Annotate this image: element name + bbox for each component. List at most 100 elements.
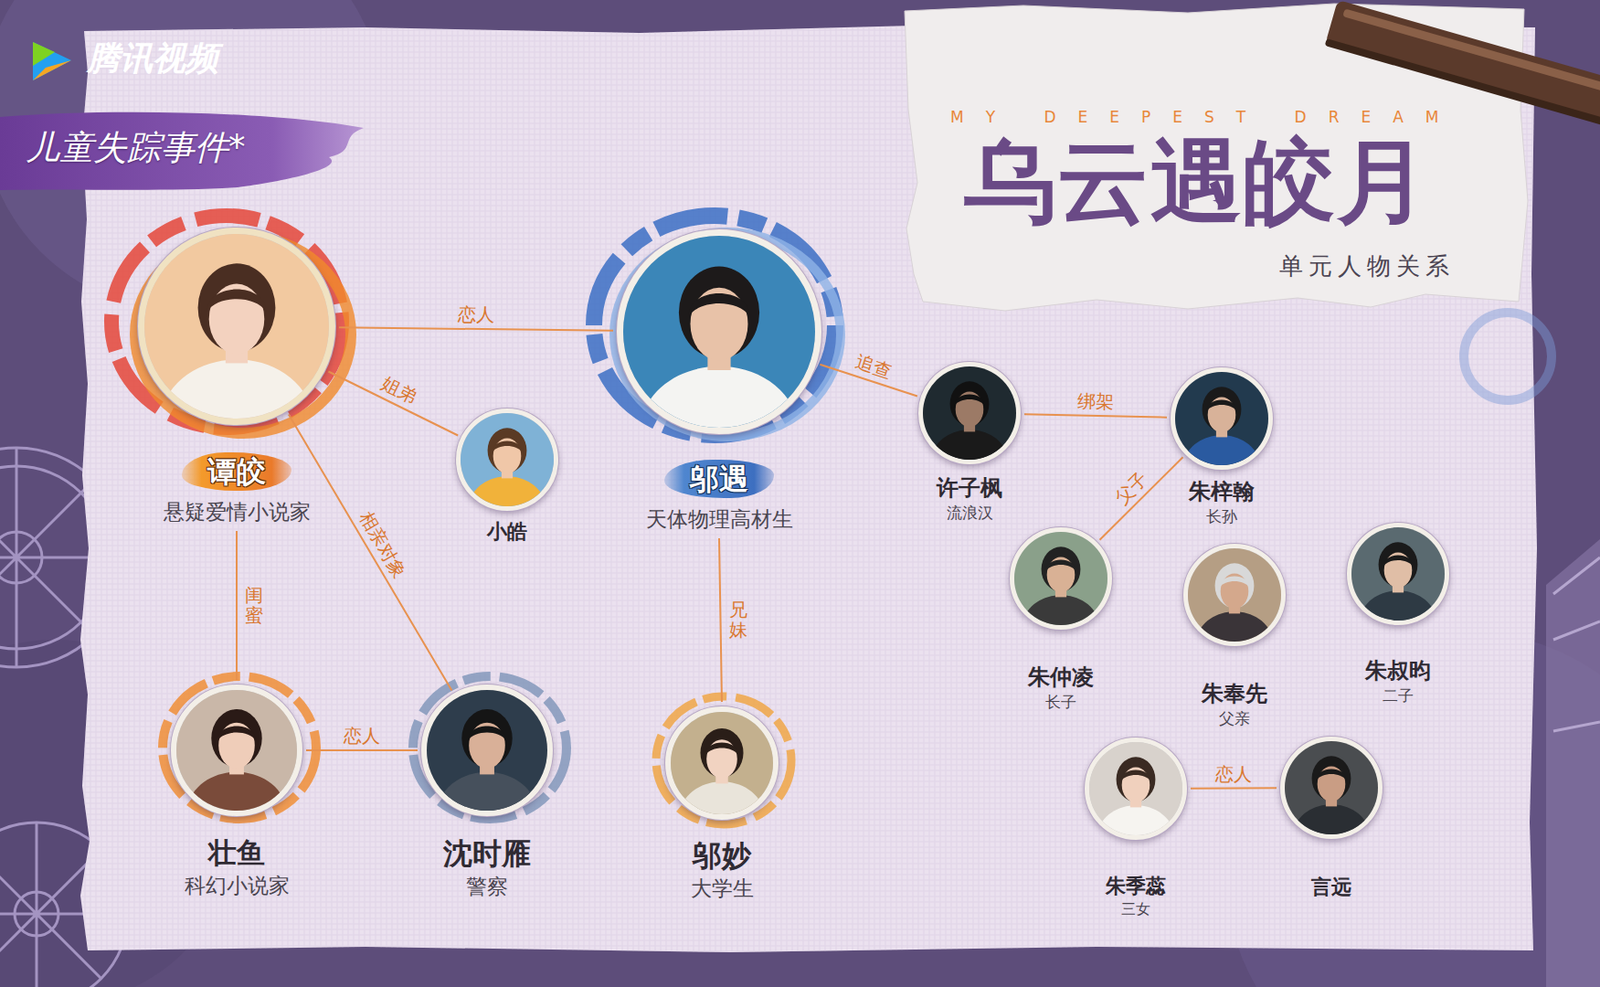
character-node: 小皓 [455,408,559,544]
portrait-circle [918,361,1021,465]
portrait-figure [1089,741,1183,836]
portrait-shape [638,366,800,428]
character-node: 许子枫流浪汉 [918,361,1021,522]
character-role: 父亲 [1218,709,1251,728]
portrait-shape [1219,576,1251,588]
portrait-shape [1014,531,1108,626]
portrait-shape [1021,594,1101,626]
character-name: 邬遇 [664,459,774,499]
portrait-shape [1358,590,1438,621]
portrait-circle [1346,522,1450,626]
portrait-figure [1175,371,1269,466]
portrait-shape [467,476,547,507]
relation-label: 恋人 [343,724,381,747]
character-role: 三女 [1121,900,1151,918]
binder-clip [1324,0,1600,127]
portrait-figure [426,689,548,811]
character-name: 朱叔昀 [1365,657,1431,685]
portrait-circle [137,227,336,425]
portrait-shape [1292,804,1371,835]
portrait-shape [954,394,986,406]
portrait-shape [436,772,539,811]
character-role: 科幻小说家 [184,873,290,900]
character-node: 朱梓翰长孙 [1170,367,1273,526]
character-node: 朱季蕊三女 [1084,737,1187,919]
character-name: 谭皎 [181,452,292,491]
relation-line [306,749,418,752]
logo-icon [32,42,72,81]
portrait-shape [460,413,554,507]
portrait-shape [623,235,816,428]
character-role: 大学生 [690,876,754,902]
relation-line [288,413,453,690]
portrait-figure [144,233,329,419]
character-node: 朱叔昀二子 [1346,522,1450,705]
relation-line [328,371,458,436]
character-name: 朱季蕊 [1105,874,1166,899]
portrait-shape [1351,527,1445,621]
portrait-circle [665,706,779,820]
character-role: 流浪汉 [946,503,994,522]
portrait-figure [460,413,554,507]
relation-line [339,327,614,330]
relation-label: 恋人 [457,303,495,326]
character-name: 朱梓翰 [1188,478,1255,506]
portrait-shape [492,441,523,453]
portrait-shape [1046,560,1077,572]
portrait-shape [1284,741,1378,835]
section-banner: 儿童失踪事件* [25,127,246,169]
portrait-circle [1084,737,1187,840]
relation-label: 恋人 [1215,762,1252,785]
character-node: 沈时雁警察 [421,684,553,901]
portrait-figure [1351,527,1445,621]
portrait-circle [1170,367,1273,470]
portrait-figure [1014,531,1108,626]
character-role: 长孙 [1206,507,1238,526]
portrait-shape [922,366,1017,460]
character-role: 二子 [1382,686,1414,705]
portrait-circle [1009,527,1113,630]
character-node: 谭皎悬疑爱情小说家 [137,227,336,526]
portrait-circle [616,229,822,435]
portrait-shape [144,233,329,419]
portrait-shape [1383,555,1414,567]
character-node: 朱奉先父亲 [1183,543,1286,728]
portrait-shape [688,293,750,317]
character-name: 邬妙 [692,837,752,873]
portrait-shape [1121,770,1152,782]
character-node: 言远 [1280,736,1383,900]
character-name: 朱仲凌 [1027,664,1094,691]
portrait-shape [670,711,774,815]
portrait-shape [426,689,548,811]
portrait-shape [1089,741,1183,836]
character-name: 沈时雁 [443,836,531,871]
character-role: 天体物理高材生 [646,507,794,533]
character-name: 许子枫 [936,475,1003,502]
character-role: 长子 [1045,692,1077,711]
portrait-circle [1183,543,1286,647]
logo-text: 腾讯视频 [86,38,219,78]
carousel-tent [1546,539,1600,987]
relation-line [1100,456,1184,540]
portrait-shape [176,689,297,811]
relation-label: 绑架 [1077,390,1114,414]
english-title: MY DEEPEST DREAM [950,107,1462,127]
character-role: 悬疑爱情小说家 [163,499,311,526]
character-node: 邬妙大学生 [665,706,779,902]
character-name: 小皓 [487,519,528,544]
brush-splash [111,215,841,825]
portrait-shape [1207,400,1238,412]
relation-line [1024,413,1167,417]
portrait-circle [455,408,559,511]
portrait-shape [207,289,267,312]
portrait-figure [176,689,297,811]
relation-line [235,530,238,680]
portrait-circle [170,684,303,816]
character-node: 壮鱼科幻小说家 [170,684,303,900]
character-role: 警察 [466,874,509,901]
character-name: 壮鱼 [208,836,265,870]
character-node: 邬遇天体物理高材生 [616,229,822,533]
portrait-shape [678,781,765,815]
portrait-shape [1096,805,1176,836]
